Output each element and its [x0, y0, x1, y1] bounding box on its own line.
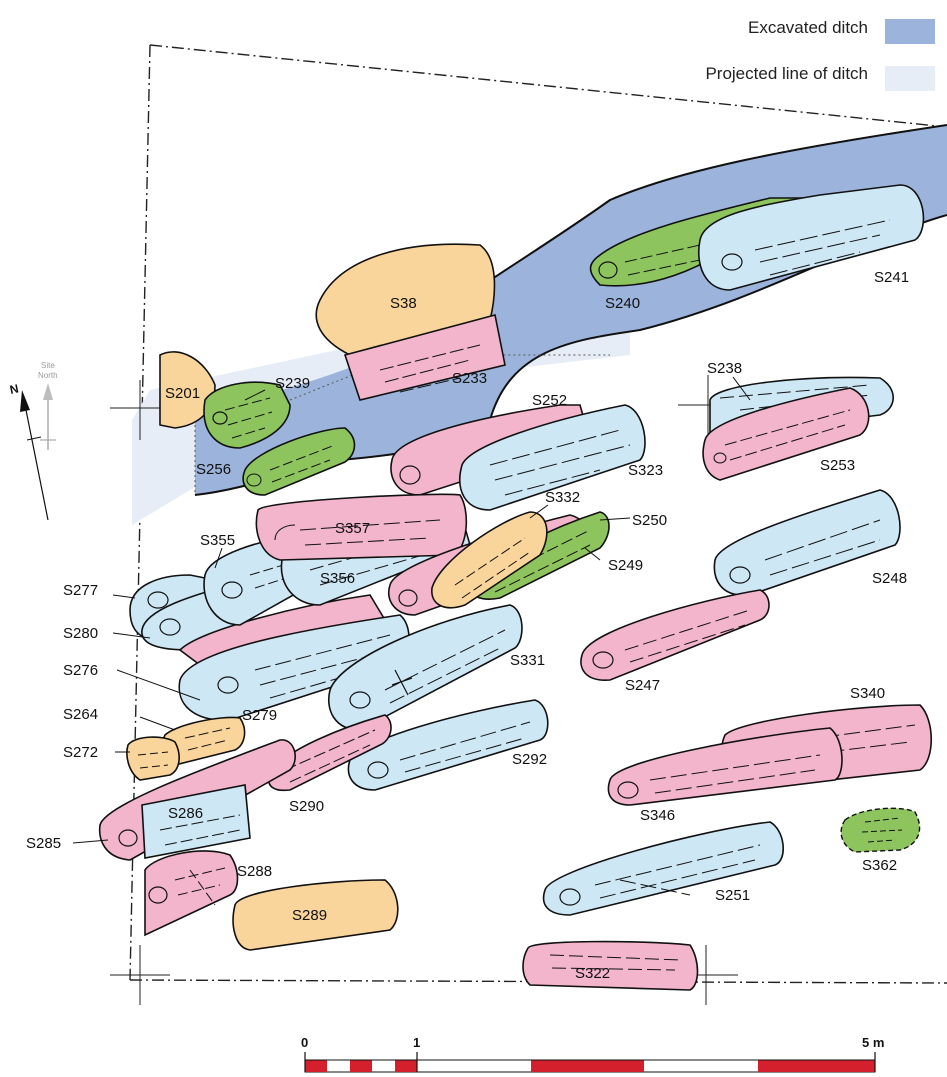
burial-s233[interactable]	[343, 314, 506, 401]
label-s247: S247	[625, 677, 660, 694]
projected-ditch	[132, 330, 630, 525]
label-s253: S253	[820, 457, 855, 474]
label-s233: S233	[452, 370, 487, 387]
burial-s279[interactable]	[178, 614, 410, 721]
burial-s286[interactable]	[141, 784, 251, 859]
label-s264: S264	[63, 706, 98, 723]
burial-s322[interactable]	[522, 940, 699, 991]
burial-s357[interactable]	[255, 493, 468, 561]
burial-pink-under-s279	[178, 594, 387, 666]
label-s355: S355	[200, 532, 235, 549]
scale-tick-5m: 5 m	[862, 1035, 884, 1050]
label-s277: S277	[63, 582, 98, 599]
burial-s201[interactable]	[159, 351, 216, 429]
label-s256: S256	[196, 461, 231, 478]
burial-s288[interactable]	[144, 850, 239, 937]
burial-s247[interactable]	[580, 589, 770, 681]
site-north-label-1: Site	[41, 361, 55, 370]
label-s362: S362	[862, 857, 897, 874]
label-s276: S276	[63, 662, 98, 679]
leader-lines	[72, 376, 751, 844]
north-arrow: Site North N	[8, 361, 58, 521]
label-s332: S332	[545, 489, 580, 506]
scale-tick-0: 0	[301, 1035, 308, 1050]
label-s356: S356	[320, 570, 355, 587]
scale-tick-1: 1	[413, 1035, 420, 1050]
label-s292: S292	[512, 751, 547, 768]
burial-s323[interactable]	[459, 404, 646, 511]
label-s240: S240	[605, 295, 640, 312]
label-s346: S346	[640, 807, 675, 824]
burial-s346[interactable]	[607, 727, 843, 806]
burial-s362[interactable]	[840, 807, 921, 853]
label-s252: S252	[532, 392, 567, 409]
label-s249: S249	[608, 557, 643, 574]
label-s322: S322	[575, 965, 610, 982]
label-s288: S288	[237, 863, 272, 880]
label-s241: S241	[874, 269, 909, 286]
legend-excavated-label: Excavated ditch	[748, 18, 868, 37]
scale-bar: 0 1 5 m	[301, 1035, 884, 1073]
label-s290: S290	[289, 798, 324, 815]
label-s285: S285	[26, 835, 61, 852]
label-s357: S357	[335, 520, 370, 537]
burial-s256[interactable]	[242, 427, 356, 496]
north-n-label: N	[8, 381, 19, 396]
burial-s251[interactable]	[542, 821, 784, 916]
burial-s332[interactable]	[431, 511, 548, 609]
label-s238: S238	[707, 360, 742, 377]
label-s38: S38	[390, 295, 417, 312]
burial-s331[interactable]	[328, 604, 523, 731]
label-s251: S251	[715, 887, 750, 904]
burial-s290[interactable]	[268, 714, 392, 792]
label-s272: S272	[63, 744, 98, 761]
label-s239: S239	[275, 375, 310, 392]
burial-s241[interactable]	[698, 184, 925, 291]
burial-s239[interactable]	[203, 381, 291, 449]
label-s279: S279	[242, 707, 277, 724]
label-s340: S340	[850, 685, 885, 702]
label-s331: S331	[510, 652, 545, 669]
label-s250: S250	[632, 512, 667, 529]
label-s323: S323	[628, 462, 663, 479]
site-north-label-2: North	[38, 371, 58, 380]
burial-s248[interactable]	[713, 489, 901, 596]
burial-s272[interactable]	[126, 736, 180, 781]
burial-s289[interactable]	[232, 879, 399, 951]
legend-projected-label: Projected line of ditch	[705, 64, 868, 83]
label-s280: S280	[63, 625, 98, 642]
label-s248: S248	[872, 570, 907, 587]
burial-s253[interactable]	[702, 387, 870, 481]
legend-excavated-swatch	[885, 19, 935, 44]
legend-projected-swatch	[885, 66, 935, 91]
label-s286: S286	[168, 805, 203, 822]
label-s201: S201	[165, 385, 200, 402]
label-s289: S289	[292, 907, 327, 924]
